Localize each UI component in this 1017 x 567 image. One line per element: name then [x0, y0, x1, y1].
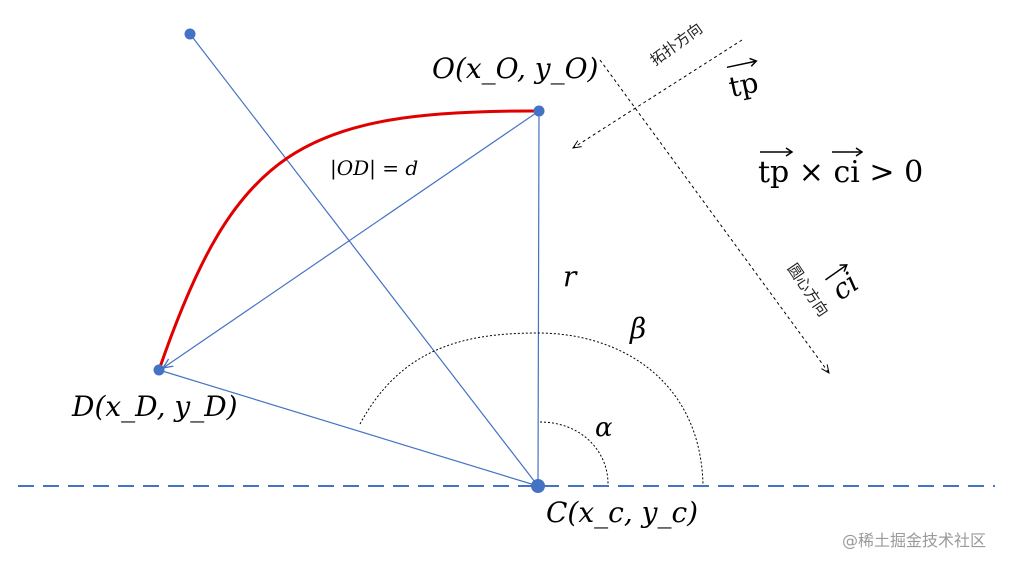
edge-o-c: [537, 110, 540, 487]
label-od-distance: |OD| = d: [330, 156, 418, 181]
point-o: [533, 105, 545, 117]
label-beta: β: [629, 312, 646, 345]
diagonal-line: [189, 33, 539, 487]
edge-c-d: [158, 369, 539, 487]
angle-alpha-arc: [539, 421, 609, 485]
label-point-c: C(x_c, y_c): [546, 496, 698, 529]
label-center-direction: 圆心方向: [784, 260, 832, 320]
edge-o-d: [163, 110, 540, 368]
label-point-o: O(x_O, y_O): [432, 52, 598, 85]
ci-vector-text: ci: [825, 266, 864, 307]
tp-vector-text: tp: [726, 66, 761, 104]
cross-product-expression: tp × ci > 0: [758, 147, 923, 190]
ci-vector-label: ci: [825, 264, 865, 307]
cross-product-text: tp × ci > 0: [758, 155, 923, 190]
angle-beta-arc: [359, 332, 704, 485]
watermark: @稀土掘金技术社区: [842, 531, 986, 550]
label-topology-direction: 拓扑方向: [647, 19, 706, 69]
top-left-point: [184, 28, 196, 40]
label-alpha: α: [595, 413, 613, 443]
label-radius: r: [563, 260, 578, 293]
point-d: [153, 364, 165, 376]
center-direction-arrow: [599, 59, 829, 373]
tp-vector-label: tp: [726, 57, 761, 104]
point-c: [531, 479, 545, 493]
label-point-d: D(x_D, y_D): [71, 390, 238, 423]
arc-o-d: [157, 109, 540, 371]
